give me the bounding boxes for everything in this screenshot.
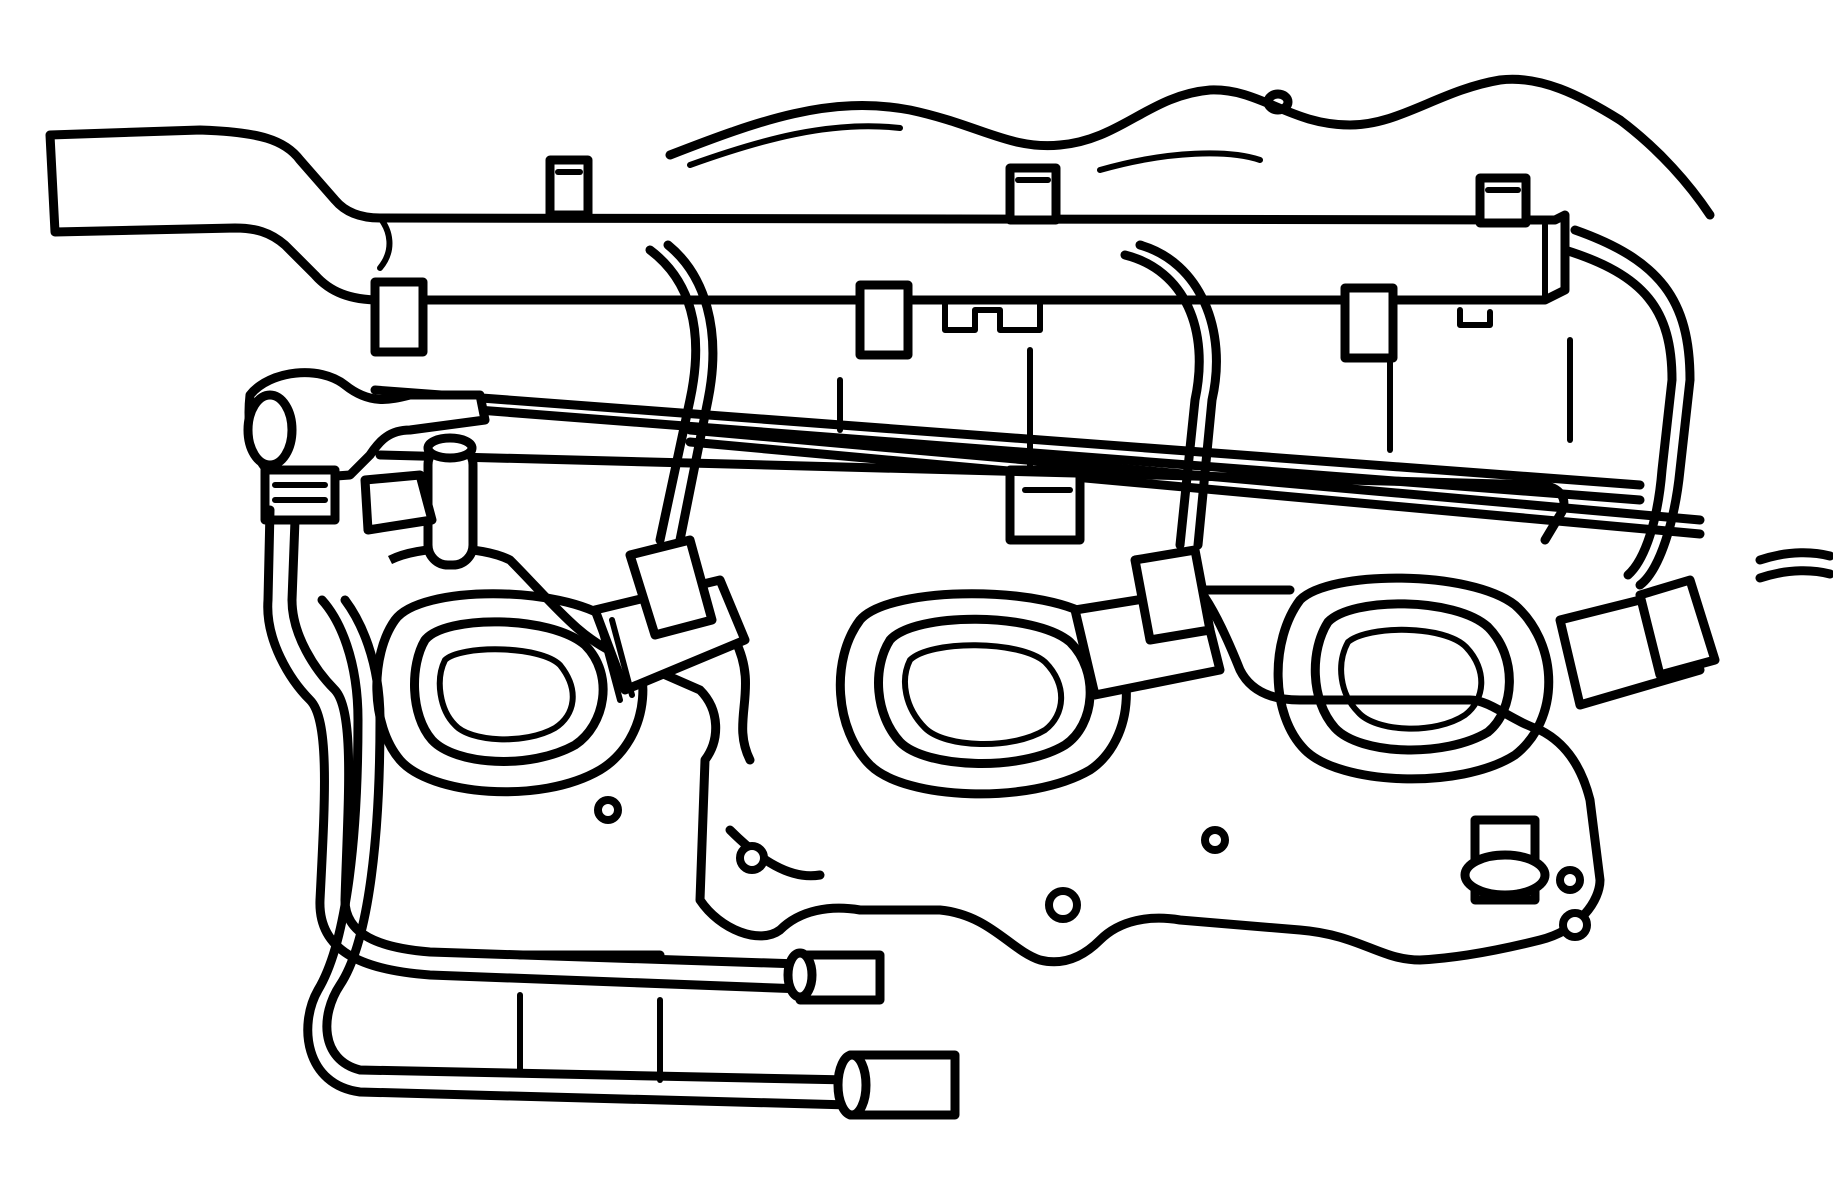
- bolt-hole: [1201, 826, 1229, 854]
- fuel-rail: [45, 125, 1570, 305]
- bolt-hole: [1556, 866, 1584, 894]
- intake-port-3: [1273, 573, 1554, 784]
- rail-clip-1: [370, 277, 428, 357]
- injector-connector-1: [590, 240, 750, 703]
- rail-bolt-2: [1005, 163, 1061, 225]
- injectors: [590, 225, 1720, 710]
- rail-clip-3: [1340, 283, 1398, 363]
- wiring-harness-rods: [370, 385, 1833, 583]
- injector-connector-2: [1070, 240, 1225, 700]
- rail-mounting-bolts: [545, 155, 1531, 228]
- center-bracket: [1005, 465, 1085, 545]
- pressure-regulator: [243, 368, 490, 525]
- rail-bolt-1: [545, 155, 593, 220]
- rail-clip-2: [855, 280, 913, 360]
- test-port-fitting: [360, 433, 478, 570]
- bolt-hole: [736, 842, 768, 874]
- bolt-hole: [1045, 887, 1081, 923]
- rail-clips: [370, 277, 1493, 363]
- injector-connector-3: [1555, 225, 1720, 710]
- intake-port-1: [372, 589, 648, 797]
- bolt-hole: [594, 796, 622, 824]
- bolt-hole: [1559, 909, 1591, 941]
- manifold-flange: [387, 544, 1605, 967]
- mount-post: [1460, 815, 1550, 905]
- intake-port-2: [835, 589, 1131, 799]
- upper-manifold-outline: [665, 74, 1715, 220]
- flange-bolt-holes: [594, 796, 1591, 941]
- fuel-return-line: [303, 595, 960, 1120]
- rail-bolt-3: [1475, 173, 1531, 228]
- intake-ports: [372, 573, 1554, 799]
